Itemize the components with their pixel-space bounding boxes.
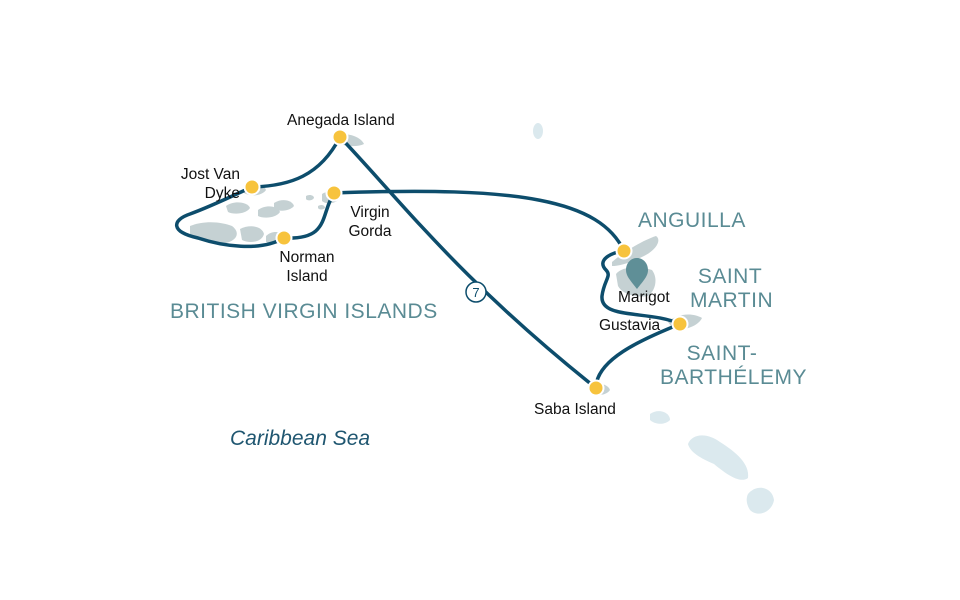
stop-dot-anguilla [615,242,633,260]
stop-dot-gustavia [671,315,689,333]
stop-label-anegada: Anegada Island [287,112,395,129]
stop-dot-norman-island [275,229,293,247]
map-pin-icon [626,258,648,289]
route-saba-to-gustavia [594,322,682,390]
other-islands [533,123,774,514]
cruise-route [175,135,682,390]
region-label-anguilla: ANGUILLA [638,209,746,232]
beef-island [240,226,264,242]
numbered-circle-icon [465,281,487,303]
route-gustavia-to-anguilla [600,249,682,326]
region-label-saint-barthelemy-line1: SAINT- [686,342,758,365]
stop-label-virgin-gorda-line2: Gorda [348,223,392,240]
stop-label-jost-line1: Jost Van [180,166,240,183]
tortola-island [190,222,237,244]
stop-label-virgin-gorda-line1: Virgin [350,204,390,221]
stop-label-jost-line2: Dyke [204,185,240,202]
route-jost-to-anegada [250,135,342,189]
day-marker-7: 7 [465,281,487,303]
st-kitts-island [688,435,749,480]
st-eustatius-island [650,411,670,424]
route-anguilla-to-virgin-gorda [332,189,626,253]
stop-dot-saba [587,379,605,397]
small-cay-2 [318,204,325,210]
guana-island [274,200,294,211]
stop-label-norman-island: Norman Island [272,248,342,286]
stop-label-gustavia: Gustavia [599,317,661,334]
stop-markers [243,128,689,397]
port-label-marigot: Marigot [618,289,670,306]
stop-dot-virgin-gorda [325,184,343,202]
great-camanoe-island [226,202,250,214]
stop-label-norman-line1: Norman [279,249,335,266]
region-label-saint-martin: SAINT MARTIN [690,265,774,313]
day-marker-number: 7 [472,285,479,300]
small-cay-1 [306,194,314,201]
stop-dot-jost-van-dyke [243,178,261,196]
route-anegada-to-saba [338,135,598,390]
stop-label-norman-line2: Island [286,268,328,285]
region-label-saint-barthelemy: SAINT- BARTHÉLEMY [660,342,807,390]
stop-label-jost-van-dyke: Jost Van Dyke [170,165,240,203]
stop-dot-anegada [331,128,349,146]
sombrero-island [533,123,543,139]
nevis-island [746,487,774,514]
stop-label-saba: Saba Island [534,401,616,418]
sea-label: Caribbean Sea [230,427,371,450]
route-norman-loop-to-jost [175,185,286,249]
region-label-saint-barthelemy-line2: BARTHÉLEMY [660,366,807,389]
region-label-saint-martin-line1: SAINT [697,265,763,288]
stop-label-virgin-gorda: Virgin Gorda [342,203,398,241]
region-label-saint-martin-line2: MARTIN [690,289,774,312]
region-label-bvi: BRITISH VIRGIN ISLANDS [170,300,438,323]
